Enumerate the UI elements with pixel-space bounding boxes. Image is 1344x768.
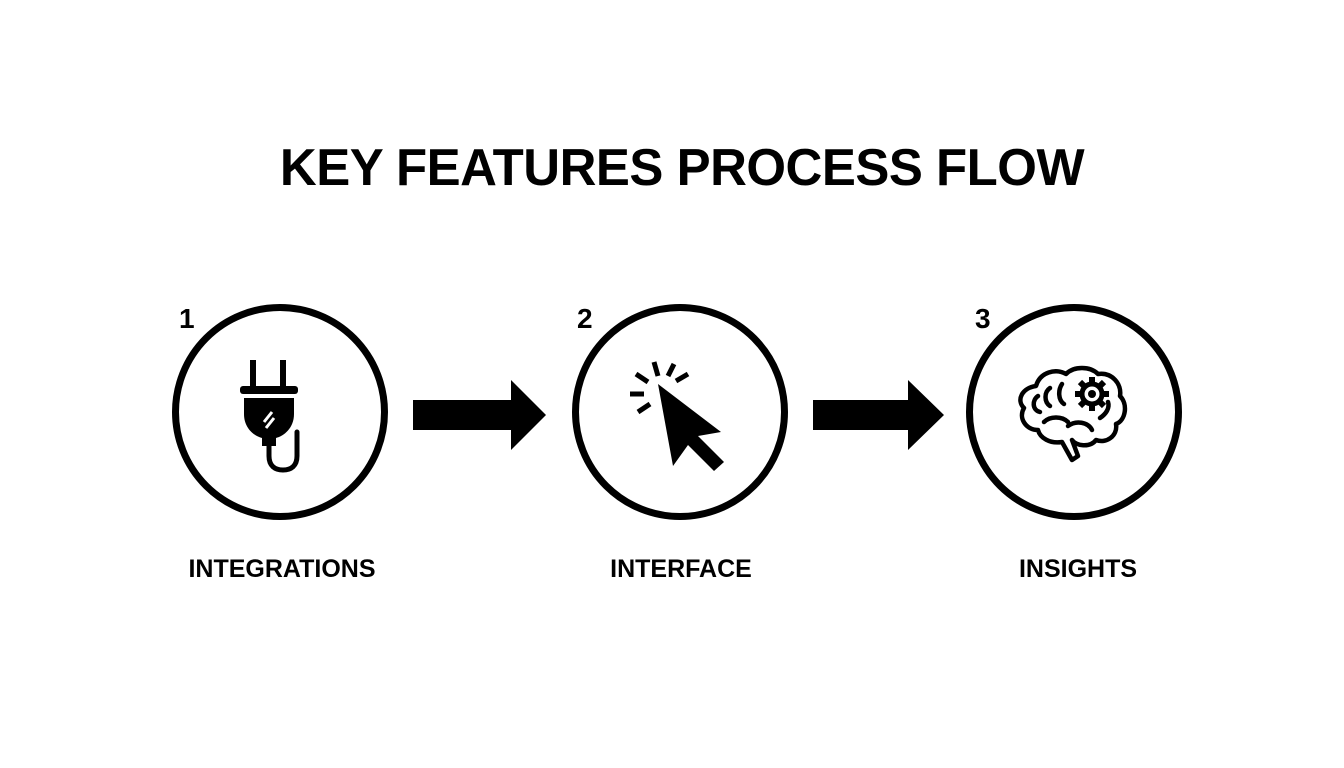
- step-3-label: INSIGHTS: [1018, 555, 1138, 583]
- diagram-title: KEY FEATURES PROCESS FLOW: [279, 139, 1085, 197]
- step-2-label: INTERFACE: [610, 555, 752, 583]
- arrow-right-icon: [813, 380, 944, 450]
- step-number-3: 3: [975, 303, 991, 334]
- cursor-click-icon: [630, 361, 724, 471]
- step-3-circle: [966, 304, 1182, 520]
- arrow-right-icon: [413, 380, 546, 450]
- step-number-2: 2: [577, 303, 593, 334]
- step-number-1: 1: [179, 303, 195, 334]
- plug-icon: [240, 360, 300, 473]
- step-2-node: [572, 304, 792, 524]
- step-3-node: [966, 304, 1186, 524]
- step-1-label: INTEGRATIONS: [188, 555, 376, 583]
- step-1-node: [172, 304, 392, 524]
- brain-gear-icon: [1018, 365, 1128, 463]
